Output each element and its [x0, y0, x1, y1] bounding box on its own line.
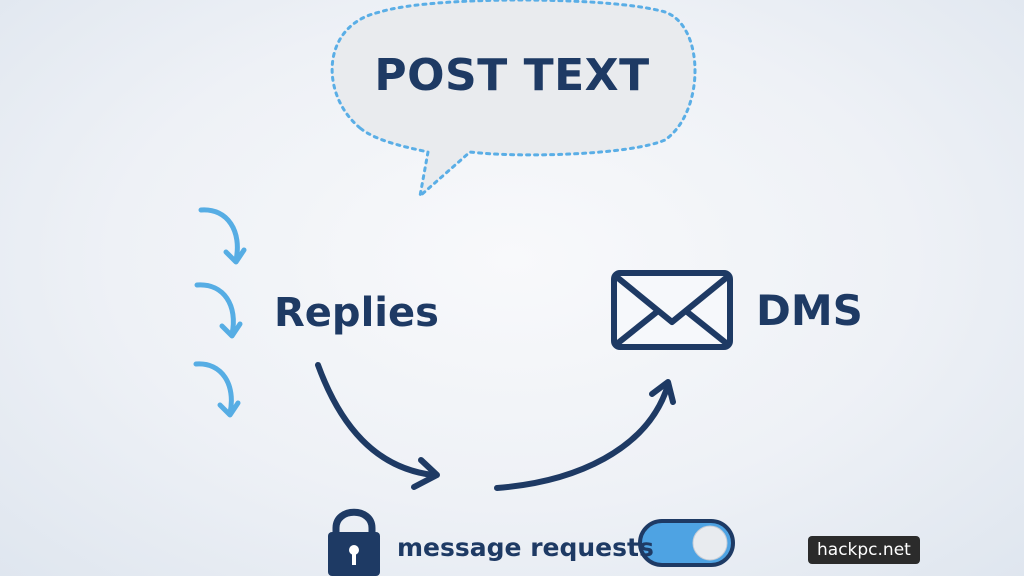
dms-label: DMS — [756, 286, 863, 335]
lock-icon — [328, 508, 380, 576]
reply-arrow-icon — [194, 282, 243, 339]
speech-bubble-icon — [330, 0, 697, 200]
toggle-switch-icon[interactable] — [638, 519, 735, 567]
replies-label: Replies — [274, 290, 439, 336]
curved-arrow-icon — [315, 362, 440, 490]
envelope-icon — [611, 270, 733, 350]
message-requests-label: message requests — [397, 533, 654, 562]
post-text-label: POST TEXT — [374, 50, 650, 101]
watermark: hackpc.net — [808, 536, 920, 564]
reply-arrow-icon — [193, 361, 241, 418]
reply-arrow-icon — [198, 207, 247, 265]
curved-arrow-icon — [494, 379, 676, 491]
reply-arrows — [193, 207, 247, 418]
